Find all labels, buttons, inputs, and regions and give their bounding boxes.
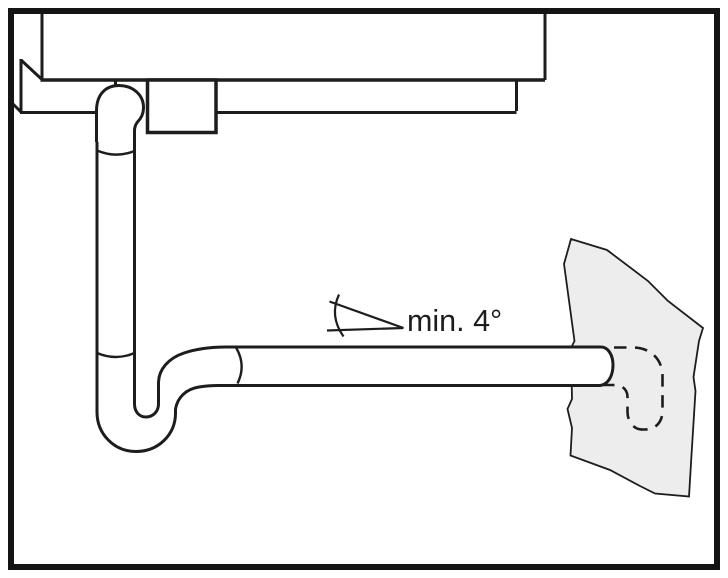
front-lip-diagonal — [19, 58, 44, 82]
slope-angle-icon — [326, 294, 404, 338]
ball-elbow-joint — [95, 84, 145, 142]
hidden-pipe-bend-dashed — [602, 346, 664, 431]
coupling-seam-horizontal — [234, 346, 243, 385]
hidden-pipe-inner-dash — [602, 383, 643, 431]
p-trap-pipe — [95, 120, 615, 453]
hidden-pipe-outer-dash — [614, 346, 664, 431]
coupling-seam-upper — [96, 149, 135, 156]
sink-unit — [9, 12, 547, 135]
pipe-couplings — [96, 149, 243, 385]
angle-arc — [333, 294, 345, 338]
slope-label: min. 4° — [407, 304, 502, 338]
angle-hypotenuse — [329, 300, 404, 330]
coupling-seam-lower — [96, 351, 135, 359]
drain-fitting-block — [145, 78, 218, 135]
diagram-frame — [8, 8, 720, 570]
